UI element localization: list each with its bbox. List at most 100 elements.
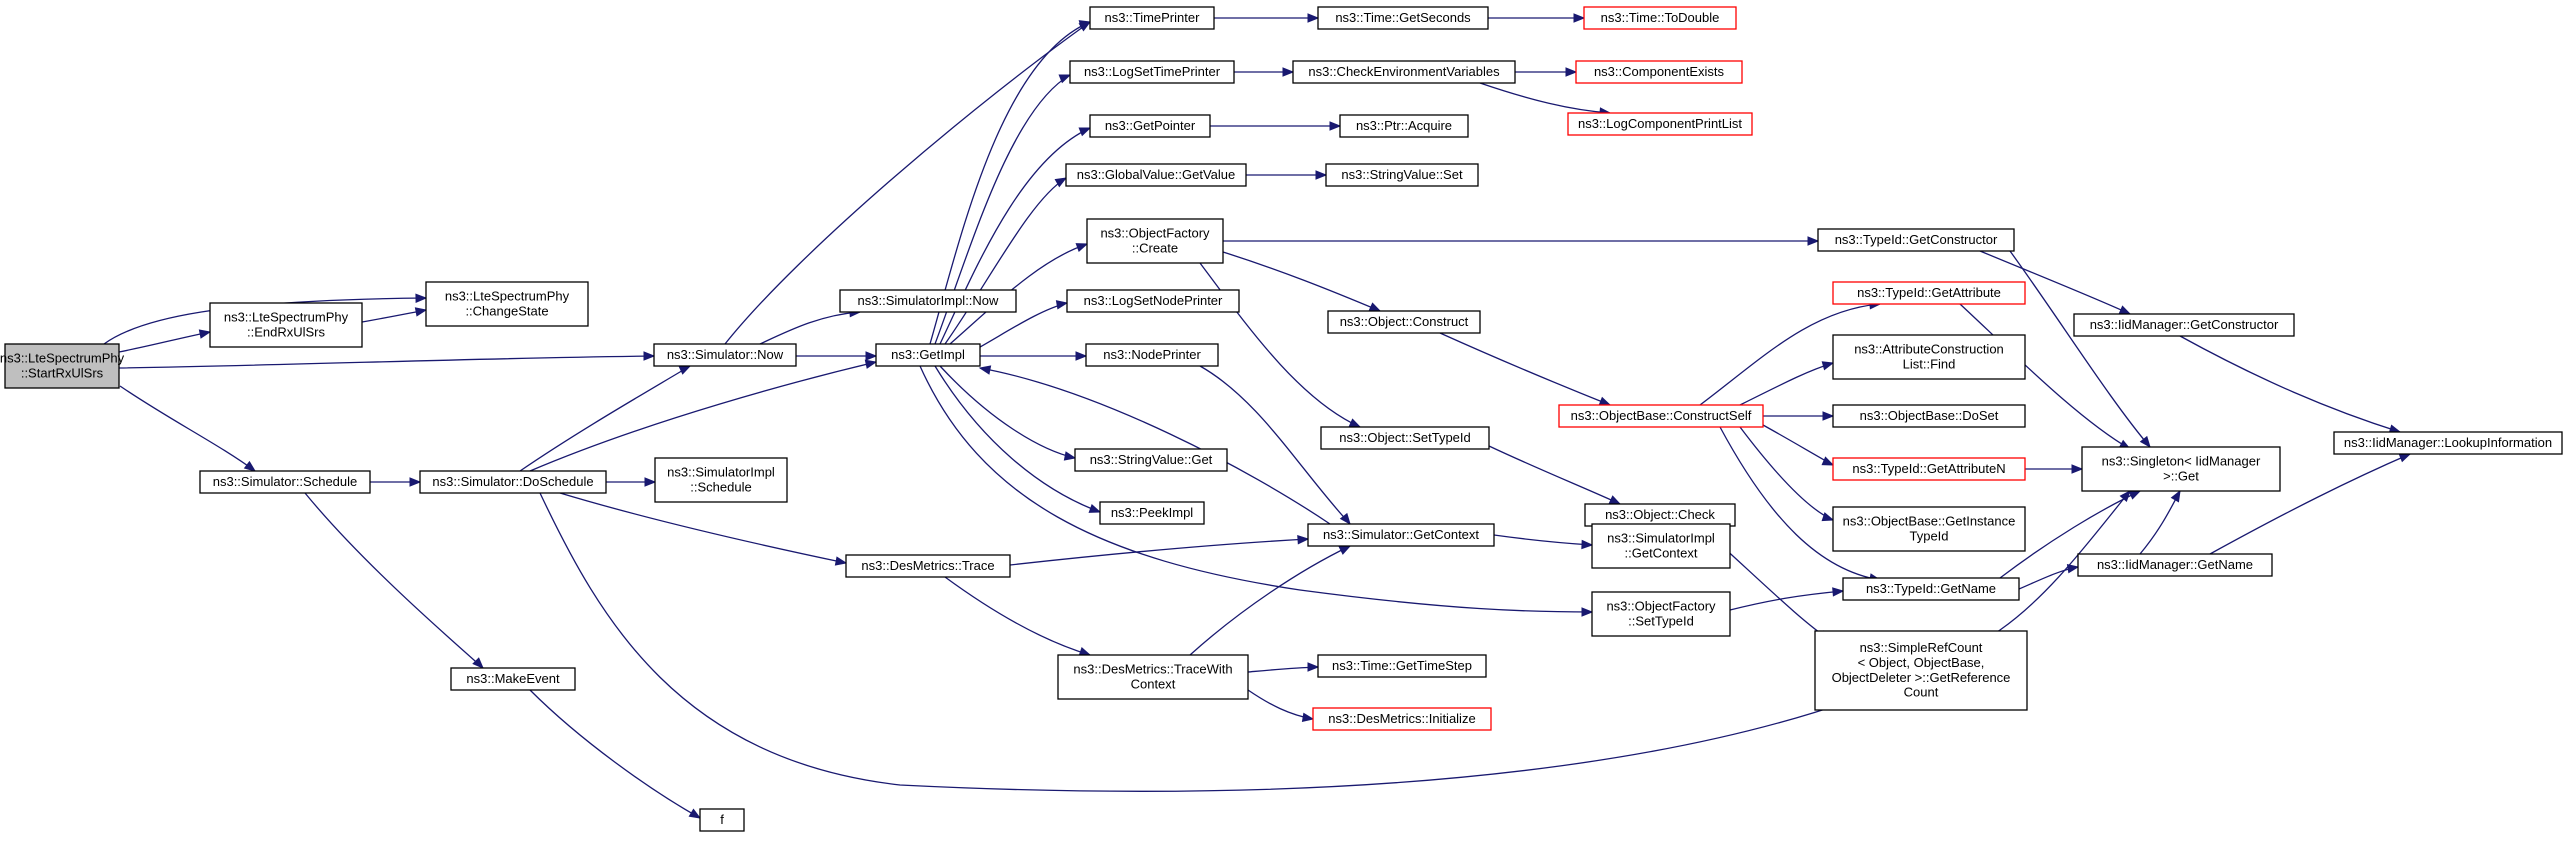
node-constructself[interactable]: ns3::ObjectBase::ConstructSelf bbox=[1558, 404, 1764, 428]
node-simplerefcount-box bbox=[1814, 630, 2028, 711]
node-gettimestep[interactable]: ns3::Time::GetTimeStep bbox=[1317, 654, 1487, 678]
node-logsetnodeprinter[interactable]: ns3::LogSetNodePrinter bbox=[1066, 289, 1240, 313]
node-desmetricsinit-box bbox=[1312, 707, 1492, 731]
node-makeevent[interactable]: ns3::MakeEvent bbox=[450, 667, 576, 691]
node-getconstructor[interactable]: ns3::TypeId::GetConstructor bbox=[1817, 228, 2015, 252]
node-simimplnow-box bbox=[839, 289, 1017, 313]
node-objfactorysettypeid-label-1: ::SetTypeId bbox=[1628, 613, 1694, 628]
node-getseconds[interactable]: ns3::Time::GetSeconds bbox=[1317, 6, 1489, 30]
node-start-label-1: ::StartRxUlSrs bbox=[21, 365, 104, 380]
e-getimpl-getpointer-arrowhead bbox=[1078, 127, 1092, 137]
node-objfactorycreate[interactable]: ns3::ObjectFactory::Create bbox=[1086, 218, 1224, 264]
node-simimplgetcontext[interactable]: ns3::SimulatorImpl::GetContext bbox=[1591, 523, 1731, 569]
node-todouble-box bbox=[1583, 6, 1737, 30]
node-checkenv-box bbox=[1292, 60, 1516, 84]
node-lookupinfo[interactable]: ns3::IidManager::LookupInformation bbox=[2333, 431, 2563, 455]
node-objectsettypeid[interactable]: ns3::Object::SetTypeId bbox=[1320, 426, 1490, 450]
node-singletonget[interactable]: ns3::Singleton< IidManager >::Get bbox=[2081, 446, 2281, 492]
node-typeidgetname[interactable]: ns3::TypeId::GetName bbox=[1842, 577, 2020, 601]
node-gettimestep-box bbox=[1317, 654, 1487, 678]
node-doschedule-box bbox=[419, 470, 607, 494]
e-getconstructor-singletonget-arrowhead bbox=[2139, 435, 2151, 449]
node-now-box bbox=[653, 343, 797, 367]
node-globalvalueget-box bbox=[1065, 163, 1247, 187]
e-desmetricstrace-tracewithcontext bbox=[944, 576, 1091, 656]
node-logsettimeprinter-label-0: ns3::LogSetTimePrinter bbox=[1084, 64, 1221, 79]
node-getattributen[interactable]: ns3::TypeId::GetAttributeN bbox=[1832, 457, 2026, 481]
e-simgetcontext-simimplgetcontext bbox=[1493, 534, 1593, 546]
node-iidmgrgetname[interactable]: ns3::IidManager::GetName bbox=[2077, 553, 2273, 577]
node-ptracquire[interactable]: ns3::Ptr::Acquire bbox=[1339, 114, 1469, 138]
node-checkenv[interactable]: ns3::CheckEnvironmentVariables bbox=[1292, 60, 1516, 84]
node-simimplgetcontext-label-0: ns3::SimulatorImpl bbox=[1607, 531, 1715, 546]
e-logsettimeprinter-checkenv-arrowhead bbox=[1282, 67, 1295, 77]
node-simimplschedule-label-1: ::Schedule bbox=[690, 479, 751, 494]
node-desmetricstrace-box bbox=[845, 554, 1011, 578]
node-logsettimeprinter[interactable]: ns3::LogSetTimePrinter bbox=[1069, 60, 1235, 84]
node-timeprinter[interactable]: ns3::TimePrinter bbox=[1089, 6, 1215, 30]
node-objectconstruct[interactable]: ns3::Object::Construct bbox=[1327, 310, 1481, 334]
node-globalvalueget[interactable]: ns3::GlobalValue::GetValue bbox=[1065, 163, 1247, 187]
node-getimpl[interactable]: ns3::GetImpl bbox=[875, 343, 981, 367]
e-getimpl-logsetnodeprinter-arrowhead bbox=[1055, 300, 1069, 310]
e-simgetcontext-simimplgetcontext-arrowhead bbox=[1581, 539, 1594, 550]
node-simimplgetcontext-label-1: ::GetContext bbox=[1625, 545, 1698, 560]
node-getimpl-label-0: ns3::GetImpl bbox=[891, 347, 965, 362]
node-f[interactable]: f bbox=[699, 808, 745, 832]
node-typeidgetname-box bbox=[1842, 577, 2020, 601]
e-timeprinter-getseconds-arrowhead bbox=[1307, 13, 1320, 23]
node-objectconstruct-label-0: ns3::Object::Construct bbox=[1340, 314, 1469, 329]
node-simplerefcount[interactable]: ns3::SimpleRefCount< Object, ObjectBase,… bbox=[1814, 630, 2028, 711]
e-now-simimplnow bbox=[759, 311, 861, 345]
node-simimplnow[interactable]: ns3::SimulatorImpl::Now bbox=[839, 289, 1017, 313]
e-schedule-doschedule-arrowhead bbox=[409, 477, 422, 487]
node-start[interactable]: ns3::LteSpectrumPhy::StartRxUlSrs bbox=[0, 343, 125, 389]
node-getattribute[interactable]: ns3::TypeId::GetAttribute bbox=[1832, 281, 2026, 305]
node-desmetricsinit[interactable]: ns3::DesMetrics::Initialize bbox=[1312, 707, 1492, 731]
node-iidmgrgetconstructor[interactable]: ns3::IidManager::GetConstructor bbox=[2073, 313, 2295, 337]
node-getattribute-box bbox=[1832, 281, 2026, 305]
node-nodeprinter[interactable]: ns3::NodePrinter bbox=[1085, 343, 1219, 367]
node-todouble[interactable]: ns3::Time::ToDouble bbox=[1583, 6, 1737, 30]
node-objectcheck[interactable]: ns3::Object::Check bbox=[1584, 503, 1736, 527]
node-objectbasedoset[interactable]: ns3::ObjectBase::DoSet bbox=[1832, 404, 2026, 428]
node-schedule-label-0: ns3::Simulator::Schedule bbox=[213, 474, 358, 489]
node-objfactorysettypeid[interactable]: ns3::ObjectFactory::SetTypeId bbox=[1591, 591, 1731, 637]
node-todouble-label-0: ns3::Time::ToDouble bbox=[1601, 10, 1720, 25]
e-getpointer-ptracquire-arrowhead bbox=[1329, 121, 1342, 131]
e-getimpl-objfactorycreate-arrowhead bbox=[1075, 243, 1089, 253]
node-simgetcontext-label-0: ns3::Simulator::GetContext bbox=[1323, 527, 1479, 542]
node-simplerefcount-label-2: ObjectDeleter >::GetReference bbox=[1832, 670, 2011, 685]
node-stringvalueget[interactable]: ns3::StringValue::Get bbox=[1074, 448, 1228, 472]
node-simplerefcount-label-0: ns3::SimpleRefCount bbox=[1860, 640, 1983, 655]
node-simimplnow-label-0: ns3::SimulatorImpl::Now bbox=[858, 293, 999, 308]
e-getimpl-peekimpl-arrowhead bbox=[1088, 503, 1102, 513]
node-doschedule[interactable]: ns3::Simulator::DoSchedule bbox=[419, 470, 607, 494]
node-peekimpl[interactable]: ns3::PeekImpl bbox=[1099, 501, 1205, 525]
node-constructself-label-0: ns3::ObjectBase::ConstructSelf bbox=[1571, 408, 1752, 423]
node-stringvalueset[interactable]: ns3::StringValue::Set bbox=[1325, 163, 1479, 187]
node-now[interactable]: ns3::Simulator::Now bbox=[653, 343, 797, 367]
node-changestate-box bbox=[425, 281, 589, 327]
call-edges bbox=[103, 13, 2412, 819]
node-logcomponentprintlist[interactable]: ns3::LogComponentPrintList bbox=[1567, 112, 1753, 136]
node-getpointer-label-0: ns3::GetPointer bbox=[1105, 118, 1196, 133]
node-getpointer[interactable]: ns3::GetPointer bbox=[1089, 114, 1211, 138]
e-schedule-makeevent bbox=[304, 492, 484, 669]
e-doschedule-simimplschedule-arrowhead bbox=[644, 477, 657, 487]
e-objectsettypeid-objectcheck-arrowhead bbox=[1608, 495, 1622, 505]
node-changestate[interactable]: ns3::LteSpectrumPhy::ChangeState bbox=[425, 281, 589, 327]
e-getimpl-nodeprinter-arrowhead bbox=[1075, 351, 1088, 361]
node-timeprinter-box bbox=[1089, 6, 1215, 30]
node-desmetricstrace[interactable]: ns3::DesMetrics::Trace bbox=[845, 554, 1011, 578]
node-simimplschedule[interactable]: ns3::SimulatorImpl::Schedule bbox=[654, 457, 788, 503]
node-gettimestep-label-0: ns3::Time::GetTimeStep bbox=[1332, 658, 1472, 673]
node-schedule[interactable]: ns3::Simulator::Schedule bbox=[199, 470, 371, 494]
e-tracewithcontext-gettimestep-arrowhead bbox=[1307, 662, 1320, 672]
node-componentexists[interactable]: ns3::ComponentExists bbox=[1575, 60, 1743, 84]
node-endrx[interactable]: ns3::LteSpectrumPhy::EndRxUlSrs bbox=[209, 302, 363, 348]
node-simgetcontext[interactable]: ns3::Simulator::GetContext bbox=[1307, 523, 1495, 547]
